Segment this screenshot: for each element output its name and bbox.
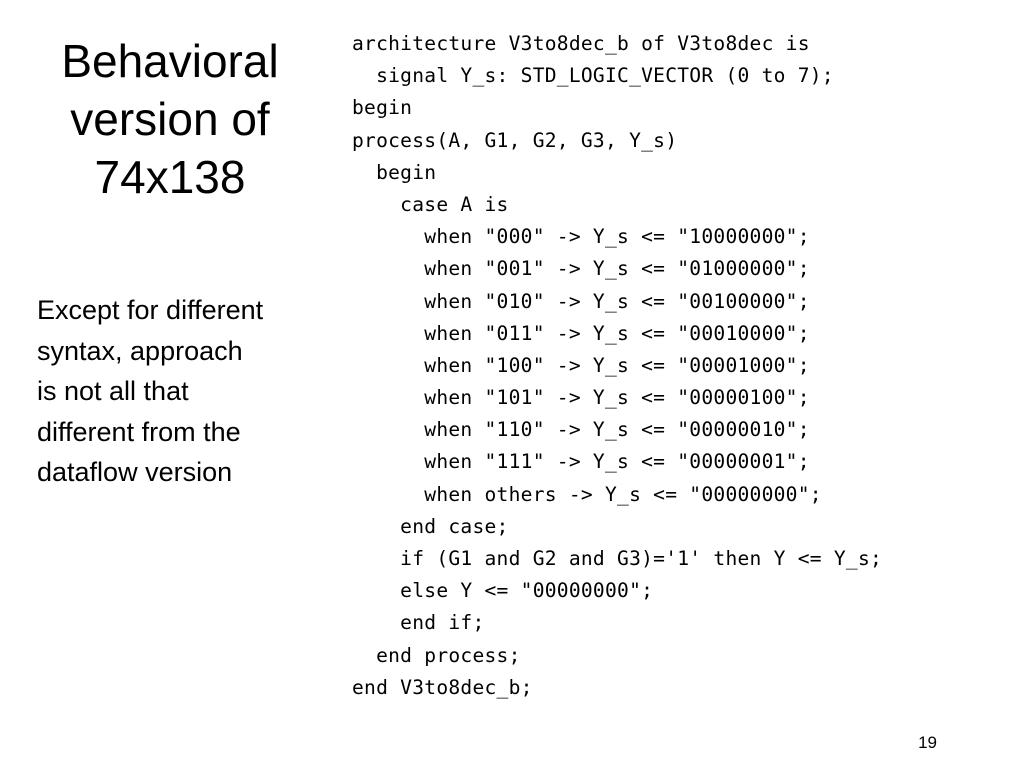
code-line: when "111" -> Y_s <= "00000001";: [352, 450, 810, 474]
note-line-4: different from the: [37, 416, 241, 447]
code-line: if (G1 and G2 and G3)='1' then Y <= Y_s;: [352, 547, 883, 570]
code-line: end V3to8dec_b;: [352, 675, 533, 699]
code-line: when others -> Y_s <= "00000000";: [352, 482, 822, 506]
slide-note: Except for different syntax, approach is…: [37, 290, 337, 493]
code-line: else Y <= "00000000";: [352, 579, 654, 603]
slide-title-line-3: 74x138: [94, 151, 246, 203]
code-line: when "101" -> Y_s <= "00000100";: [352, 386, 810, 410]
code-line: when "001" -> Y_s <= "01000000";: [352, 257, 810, 281]
code-line: end if;: [352, 611, 485, 635]
code-line: when "011" -> Y_s <= "00010000";: [352, 321, 810, 345]
slide-title-line-2: version of: [70, 93, 270, 145]
page-number: 19: [918, 733, 937, 752]
code-line: signal Y_s: STD_LOGIC_VECTOR (0 to 7);: [352, 64, 834, 88]
code-line: when "110" -> Y_s <= "00000010";: [352, 418, 810, 442]
slide-title-line-1: Behavioral: [61, 35, 279, 87]
code-line: case A is: [352, 192, 509, 216]
code-line: architecture V3to8dec_b of V3to8dec is: [352, 32, 810, 55]
code-line: when "010" -> Y_s <= "00100000";: [352, 289, 810, 313]
slide-title: Behavioral version of 74x138: [20, 32, 320, 206]
code-line: end case;: [352, 514, 509, 538]
code-line: when "100" -> Y_s <= "00001000";: [352, 353, 810, 377]
code-line: begin: [352, 96, 413, 120]
note-line-3: is not all that: [37, 376, 189, 406]
note-line-5: dataflow version: [37, 457, 233, 487]
code-line: begin: [352, 160, 437, 184]
note-line-2: syntax, approach: [37, 335, 243, 366]
code-line: when "000" -> Y_s <= "10000000";: [352, 225, 810, 249]
code-line: process(A, G1, G2, G3, Y_s): [352, 128, 678, 152]
vhdl-code-listing: architecture V3to8dec_b of V3to8dec is s…: [352, 28, 1012, 704]
code-line: end process;: [352, 643, 521, 667]
note-line-1: Except for different: [37, 295, 264, 325]
